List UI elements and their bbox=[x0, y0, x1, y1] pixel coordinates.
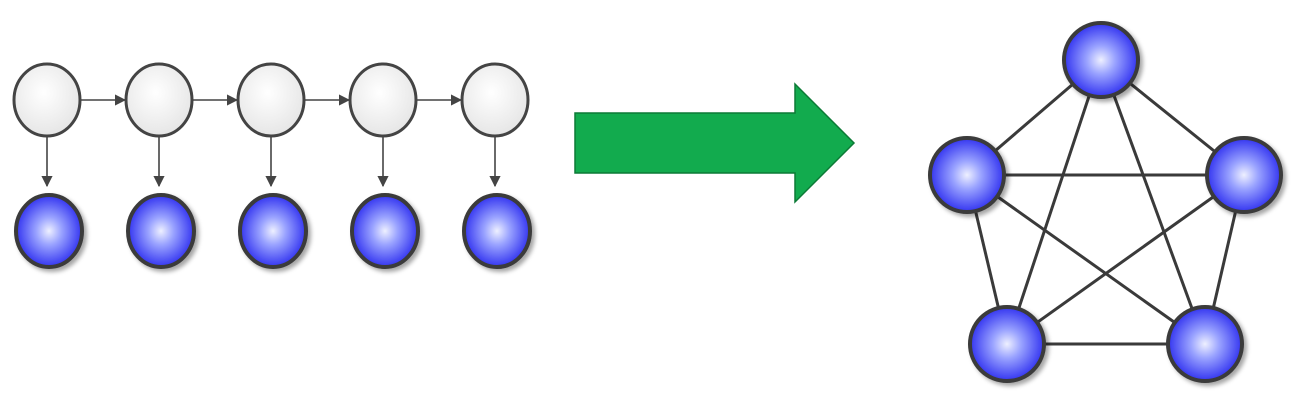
graph-node bbox=[1062, 21, 1140, 99]
graph-edge bbox=[1099, 59, 1207, 345]
observed-node bbox=[350, 193, 420, 269]
transition-arrow bbox=[574, 82, 856, 204]
hidden-state-node bbox=[348, 62, 418, 138]
big-right-arrow-icon bbox=[574, 82, 856, 204]
graph-edge bbox=[1005, 59, 1103, 345]
observed-node bbox=[238, 193, 308, 269]
graph-node bbox=[1205, 136, 1283, 214]
hidden-state-node bbox=[460, 62, 530, 138]
hidden-state-node bbox=[12, 62, 82, 138]
observed-node bbox=[462, 193, 532, 269]
graph-node bbox=[928, 136, 1006, 214]
graph-node bbox=[968, 305, 1046, 383]
markov-chain bbox=[12, 62, 532, 269]
graph-edge bbox=[966, 173, 1206, 346]
observed-node bbox=[14, 193, 84, 269]
complete-graph bbox=[928, 21, 1283, 383]
observed-node bbox=[126, 193, 196, 269]
hidden-state-node bbox=[236, 62, 306, 138]
hidden-state-node bbox=[124, 62, 194, 138]
graph-node bbox=[1166, 305, 1244, 383]
graph-edge bbox=[1006, 173, 1245, 346]
